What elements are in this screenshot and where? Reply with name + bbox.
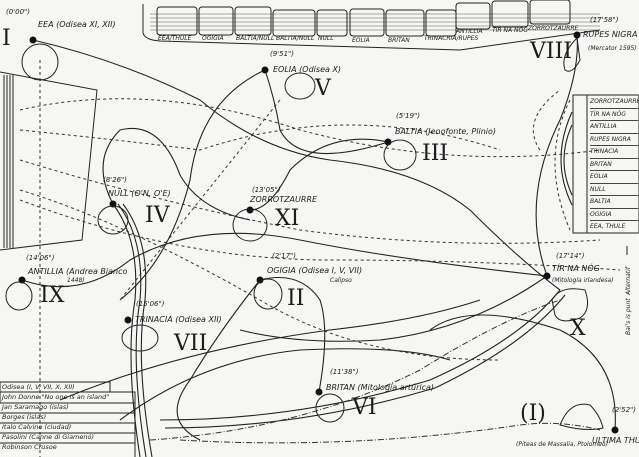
island-label: BRITAN (Mitología artúrica) (326, 383, 434, 392)
island-label: NULL (O'N, O'E) (108, 189, 171, 198)
island-node-baltia: (5'19") BALTIA (Jenofonte, Plinio) III (383, 112, 496, 171)
time-label: (11'38") (330, 368, 359, 376)
island-node-eea: (0'00") EEA (Odisea XI, XII) I (2, 8, 116, 81)
time-label: (9'51") (270, 50, 294, 58)
island-node-rupes-nigra: (17'58") RUPES NIGRA (Mercator 1595) VII… (529, 16, 638, 72)
strip-label: OGIGIA (202, 35, 224, 42)
roman-numeral: IV (145, 203, 171, 228)
time-label: (0'00") (6, 8, 30, 16)
roman-numeral: VI (351, 395, 377, 420)
island-node-trinacia: (15'06") TRINACIA (Odisea XII) VII (121, 300, 222, 356)
time-label: (13'05") (252, 186, 281, 194)
island-label: ULTIMA THULE (592, 436, 639, 445)
side-note: Bai's is punt Alternatif (625, 246, 632, 335)
sources-list: Odisea (I, V, VII, X, XII) John Donne "N… (2, 382, 137, 452)
time-label: (14'06") (26, 254, 55, 262)
score-strip: EEA/THULE OGIGIA BALTIA/NULL BALTIA/NULL… (142, 0, 601, 51)
source-item: Robinson Crusoe (2, 443, 57, 451)
strip-label: BRITAN (388, 37, 410, 44)
sources-table (0, 381, 136, 457)
strip-label: ZORROTZAURRE (527, 25, 579, 32)
strip-label: NULL (318, 35, 334, 42)
time-label: (2'17") (272, 252, 296, 260)
time-label: (5'19") (396, 112, 420, 120)
roman-numeral: I (2, 26, 11, 51)
roman-numeral: III (422, 141, 448, 166)
strip-label: ANTILLIA (455, 28, 483, 35)
roman-numeral: (I) (520, 401, 546, 426)
route-lines (19, 34, 621, 457)
roman-numeral: VII (173, 331, 207, 356)
roman-numeral: XI (275, 206, 299, 231)
strip-label: TRINACRIA/RUPES (424, 35, 478, 42)
source-item: Pasolini (Canne di Giamenó) (2, 433, 95, 441)
legend-item: BRITAN (590, 159, 638, 171)
legend-item: EEA, THULE (590, 223, 626, 230)
legend-item: EOLIA (590, 171, 638, 184)
strip-label: BALTIA/NULL (276, 35, 314, 42)
island-label: ZORROTZAURRE (249, 195, 318, 204)
island-label: EOLIA (Odisea X) (273, 65, 341, 74)
island-sublabel: (Piteas de Massalia, Ptolomeo) (516, 441, 608, 448)
legend-list-items: ZORROTZAURRE TÍR NA NÓG ANTILLIA RUPES N… (590, 96, 639, 233)
island-sublabel: 1448) (67, 277, 85, 284)
time-label: (2'52") (612, 406, 636, 414)
strip-label: TÍR NA NÓG (492, 27, 528, 34)
island-label: TÍR NA NÓG (552, 262, 600, 273)
roman-numeral: VIII (529, 39, 572, 64)
time-label: (17'14") (556, 252, 585, 260)
strip-label: EEA/THULE (158, 35, 192, 42)
legend-item: ANTILLIA (590, 121, 638, 134)
island-node-antillia: (14'06") ANTILLIA (Andrea Bianco 1448) I… (5, 254, 127, 311)
source-item: Odisea (I, V, VII, X, XII) (2, 383, 75, 391)
legend-item: RUPES NIGRA (590, 134, 638, 146)
legend-list (554, 94, 639, 234)
island-node-zorrotzaurre: (13'05") ZORROTZAURRE XI (232, 186, 318, 242)
left-staff-block (0, 71, 98, 251)
legend-item: NULL (590, 184, 638, 196)
roman-numeral: IX (40, 283, 65, 308)
island-node-britan: (11'38") BRITAN (Mitología artúrica) VI (315, 368, 434, 423)
time-label: (15'06") (136, 300, 165, 308)
island-label: OGIGIA (Odisea I, V, VII) (267, 266, 362, 275)
strip-label: EOLIA (352, 37, 370, 44)
source-item: Italo Calvino (ciudad) (2, 423, 72, 431)
roman-numeral: II (287, 286, 304, 311)
island-label: RUPES NIGRA (583, 30, 638, 39)
island-label: TRINACIA (Odisea XII) (135, 315, 222, 324)
strip-label: BALTIA/NULL (236, 35, 274, 42)
legend-item: TÍR NA NÓG (590, 109, 638, 121)
island-node-eolia: (9'51") EOLIA (Odisea X) V (261, 50, 341, 101)
svg-text:Alternatif: Alternatif (625, 266, 632, 296)
source-item: Borges (islas) (2, 413, 47, 421)
time-label: (8'26") (103, 176, 127, 184)
legend-item: BALTIA (590, 196, 638, 209)
time-label: (17'58") (590, 16, 619, 24)
source-item: Jan Saramago (islas) (2, 403, 69, 411)
legend-item: OGIGIA (590, 209, 638, 221)
island-sublabel: (Mitología irlandesa) (552, 277, 614, 284)
island-node-null: (8'26") NULL (O'N, O'E) IV (97, 176, 171, 235)
island-sublabel: Calipso (330, 277, 352, 284)
island-node-ultima-thule: (2'52") ULTIMA THULE (Piteas de Massalia… (516, 401, 639, 448)
svg-text:Bai's is punt: Bai's is punt (625, 298, 632, 335)
island-label: EEA (Odisea XI, XII) (38, 20, 116, 29)
roman-numeral: X (570, 316, 586, 341)
legend-item: ZORROTZAURRE (590, 96, 639, 109)
island-label: ANTILLIA (Andrea Bianco (27, 267, 127, 276)
island-node-ogigia: (2'17") OGIGIA (Odisea I, V, VII) Calips… (253, 252, 362, 311)
source-item: John Donne "No one is an island" (2, 393, 110, 401)
legend-item: TRINACIA (590, 146, 638, 159)
roman-numeral: V (314, 76, 332, 101)
island-sublabel: (Mercator 1595) (588, 45, 637, 52)
island-node-tir-na-nog: (17'14") TÍR NA NÓG (Mitología irlandesa… (543, 252, 614, 341)
island-label: BALTIA (Jenofonte, Plinio) (395, 127, 496, 136)
